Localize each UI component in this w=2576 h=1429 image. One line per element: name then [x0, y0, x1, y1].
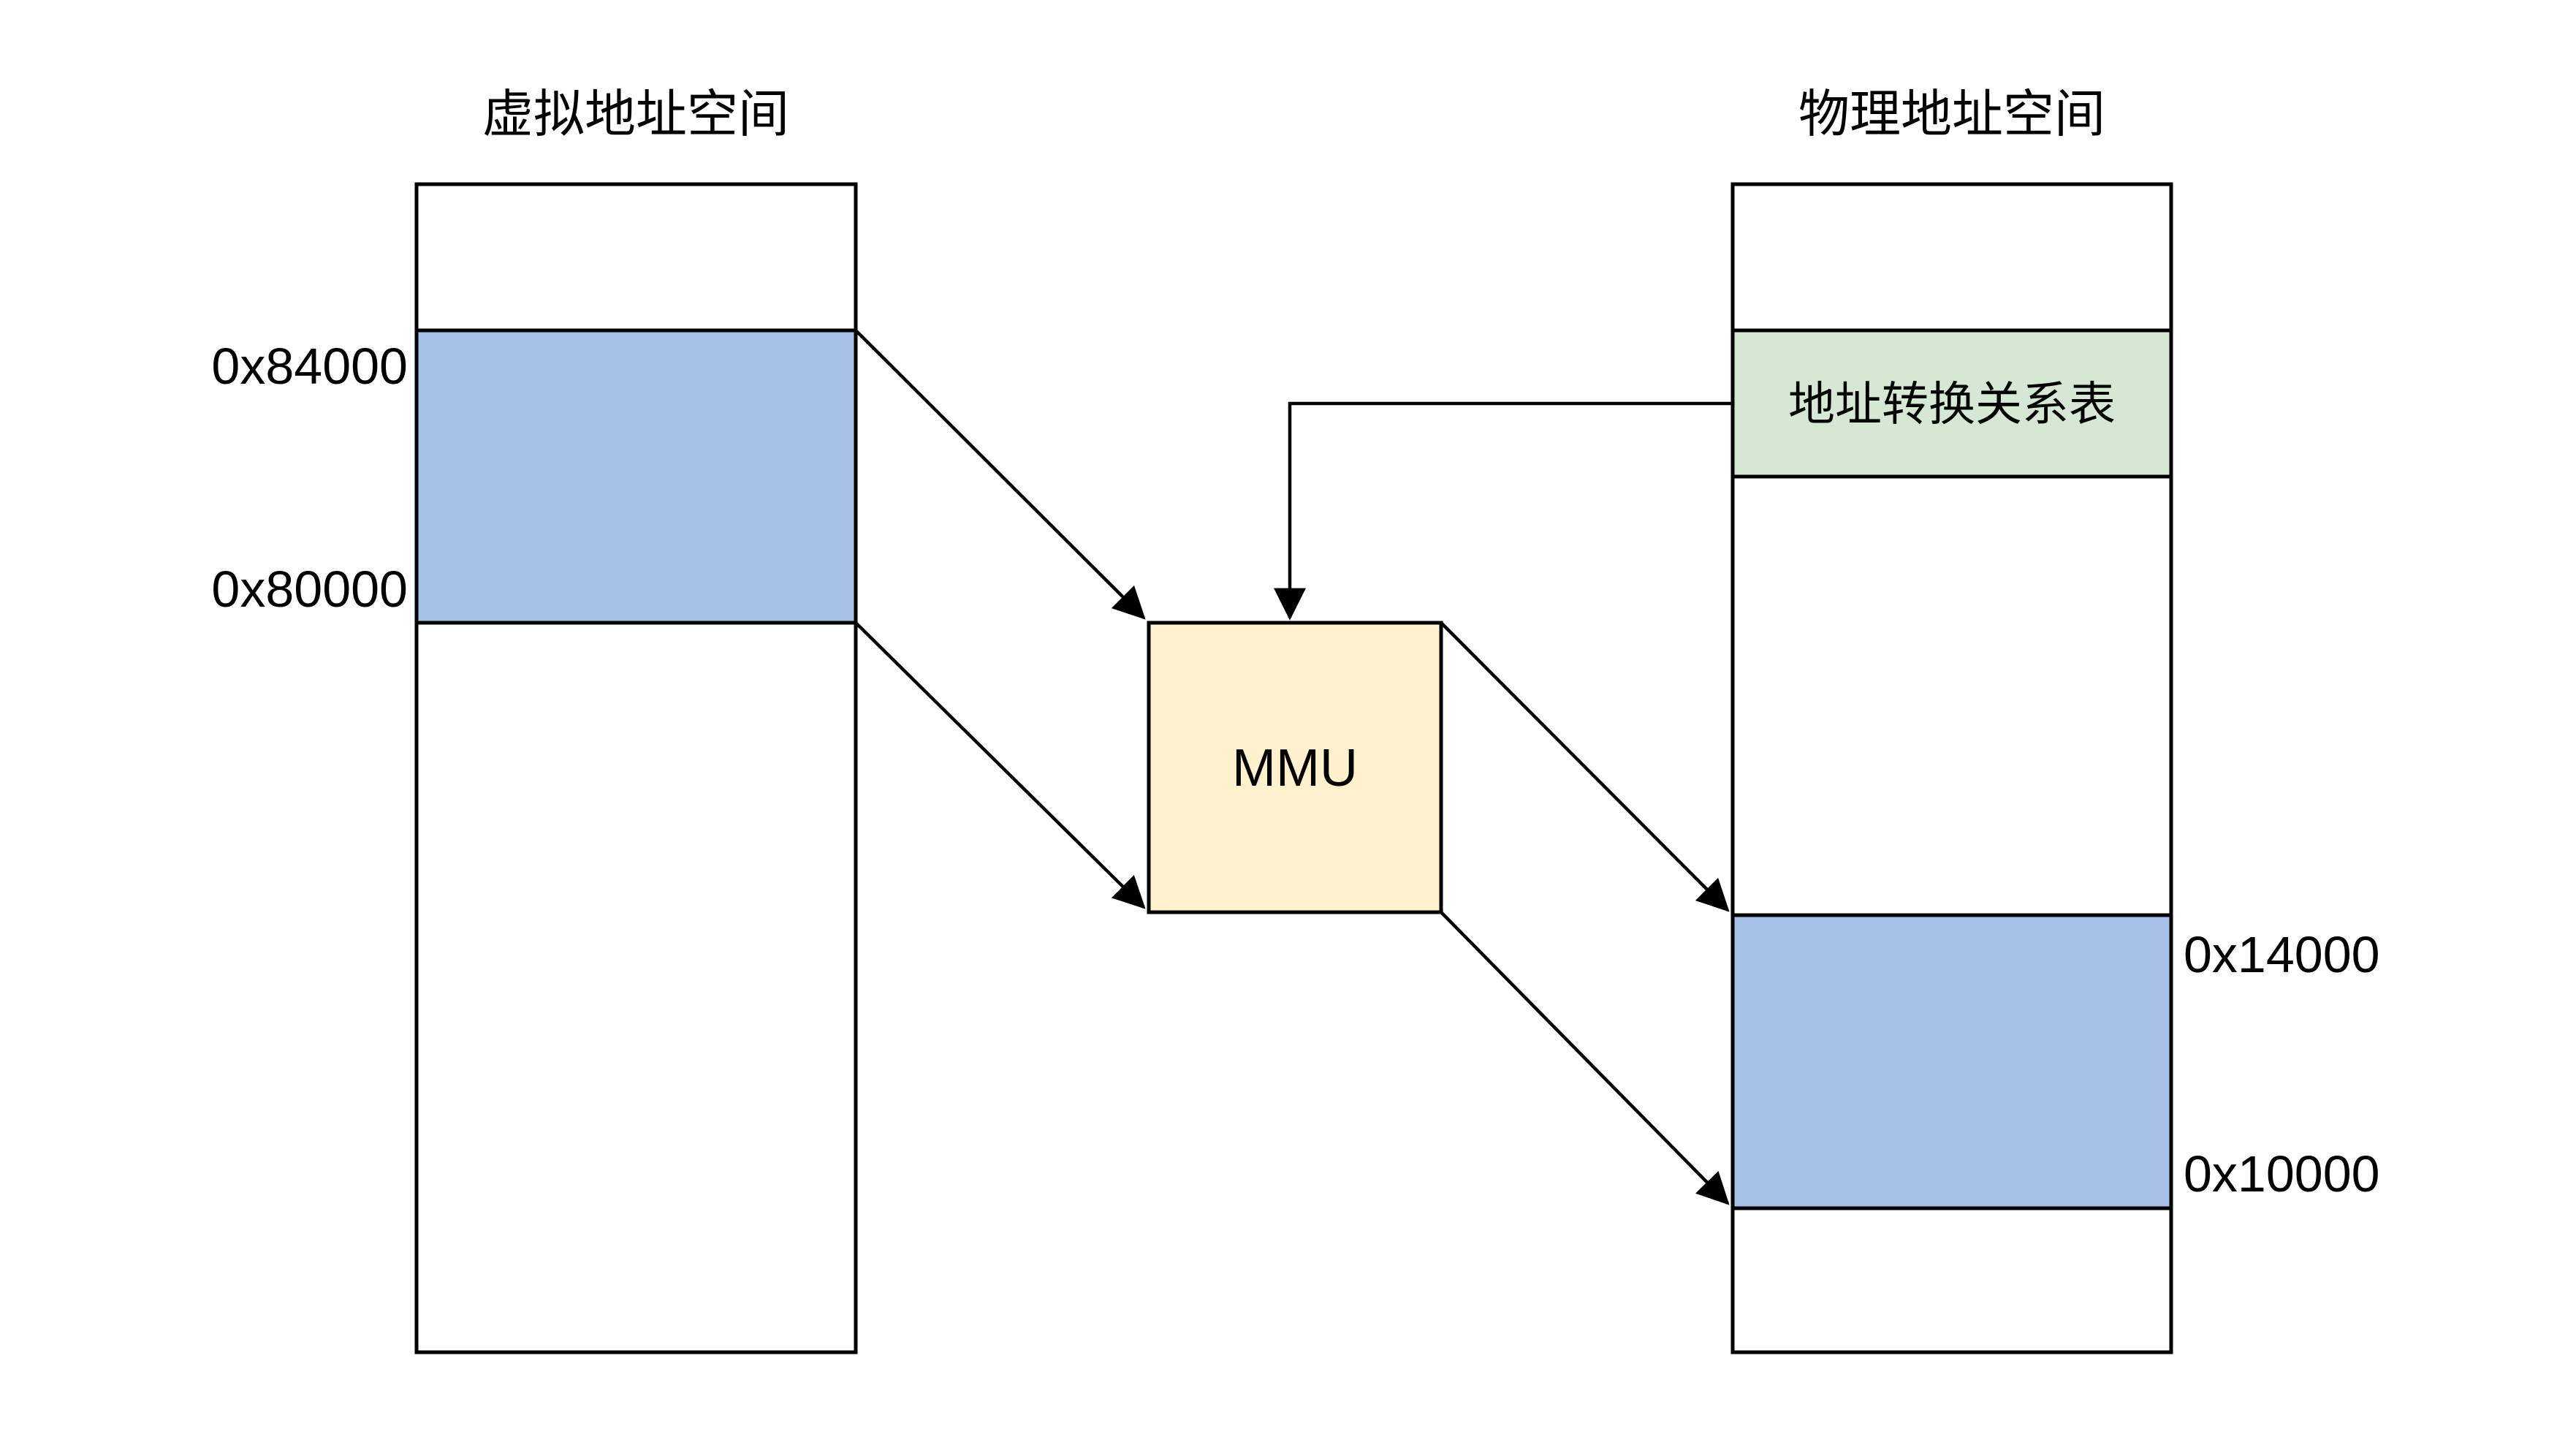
- physical-space-title: 物理地址空间: [1798, 86, 2105, 143]
- virtual-space-title: 虚拟地址空间: [482, 86, 789, 143]
- arrow-translation-table-to-mmu: [1274, 401, 1733, 621]
- mmu-box: [1147, 621, 1443, 914]
- arrow-virtual-bottom-to-mmu: [854, 621, 1146, 909]
- virtual-bottom-address-label: 0x80000: [211, 561, 408, 618]
- physical-top-address-label: 0x14000: [2184, 926, 2380, 983]
- physical-mapped-region: [1730, 913, 2173, 1210]
- mmu-label: MMU: [1232, 739, 1358, 797]
- translation-table-region: [1730, 328, 2173, 479]
- virtual-top-address-label: 0x84000: [211, 338, 408, 395]
- arrow-mmu-to-physical-top: [1440, 621, 1730, 912]
- virtual-mapped-region: [414, 328, 858, 625]
- translation-table-label: 地址转换关系表: [1788, 378, 2116, 431]
- physical-bottom-address-label: 0x10000: [2184, 1145, 2380, 1202]
- arrow-mmu-to-physical-bottom: [1440, 911, 1730, 1205]
- arrow-virtual-top-to-mmu: [854, 329, 1146, 620]
